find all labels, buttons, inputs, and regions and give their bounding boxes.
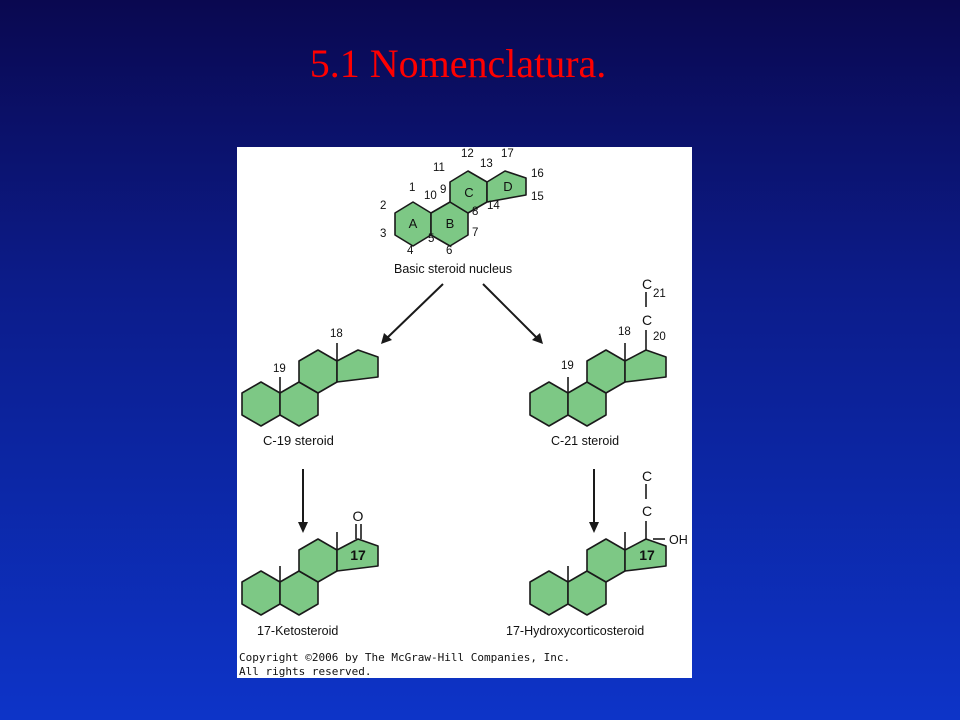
ring-label-c: C <box>464 185 473 200</box>
c21-caption: C-21 steroid <box>551 434 619 448</box>
hydroxycorticosteroid-caption: 17-Hydroxycorticosteroid <box>506 624 644 638</box>
c21-label-21: 21 <box>653 288 666 300</box>
atom-number-10: 10 <box>424 190 437 202</box>
atom-number-17: 17 <box>501 148 514 160</box>
ring-d <box>486 170 527 203</box>
arrow-to-c21 <box>482 283 543 344</box>
keto-oxygen: O <box>353 508 364 524</box>
slide-title: 5.1 Nomenclatura. <box>309 41 607 86</box>
hydroxy-position-17: 17 <box>639 547 655 563</box>
c21-chain-c20: C <box>642 312 652 328</box>
atom-number-1: 1 <box>409 182 415 194</box>
hydroxy-oh: OH <box>669 533 688 547</box>
atom-number-12: 12 <box>461 148 474 160</box>
keto-position-17: 17 <box>350 547 366 563</box>
arrow-to-ketosteroid <box>298 469 308 533</box>
atom-number-2: 2 <box>380 200 386 212</box>
ketosteroid-caption: 17-Ketosteroid <box>257 624 338 638</box>
c21-steroid: C C 21 20 18 19 C-21 steroid <box>529 276 667 448</box>
c21-label-20: 20 <box>653 331 666 343</box>
hydroxy-chain-c2: C <box>642 503 652 519</box>
arrow-to-hydroxycorticosteroid <box>589 469 599 533</box>
atom-number-15: 15 <box>531 191 544 203</box>
basic-steroid-nucleus: A B C D 1 2 3 4 5 6 7 8 9 10 11 12 13 14… <box>380 148 544 276</box>
c21-chain-c21: C <box>642 276 652 292</box>
atom-number-11: 11 <box>433 162 445 174</box>
atom-number-8: 8 <box>472 206 478 218</box>
hydroxy-chain-c1: C <box>642 468 652 484</box>
atom-number-13: 13 <box>480 158 493 170</box>
atom-number-16: 16 <box>531 168 544 180</box>
c21-label-18: 18 <box>618 326 631 338</box>
atom-number-9: 9 <box>440 184 446 196</box>
atom-number-5: 5 <box>428 233 434 245</box>
c19-steroid: 18 19 C-19 steroid <box>241 328 379 448</box>
arrow-to-c19 <box>381 283 444 344</box>
c19-label-19: 19 <box>273 363 286 375</box>
atom-number-3: 3 <box>380 228 386 240</box>
steroid-nomenclature-figure: A B C D 1 2 3 4 5 6 7 8 9 10 11 12 13 14… <box>237 147 692 678</box>
copyright-line-1: Copyright ©2006 by The McGraw-Hill Compa… <box>239 651 570 664</box>
ring-label-b: B <box>446 216 455 231</box>
17-ketosteroid: O 17 17-Ketosteroid <box>241 508 379 638</box>
atom-number-14: 14 <box>487 200 500 212</box>
c19-label-18: 18 <box>330 328 343 340</box>
copyright-line-2: All rights reserved. <box>239 665 371 678</box>
ring-label-d: D <box>503 179 512 194</box>
ring-label-a: A <box>409 216 418 231</box>
atom-number-6: 6 <box>446 245 452 257</box>
atom-number-7: 7 <box>472 227 478 239</box>
17-hydroxycorticosteroid: C C OH 17 17-Hydroxycorticosteroid <box>506 468 688 638</box>
c21-label-19: 19 <box>561 360 574 372</box>
nucleus-caption: Basic steroid nucleus <box>394 262 512 276</box>
c19-caption: C-19 steroid <box>263 433 334 448</box>
atom-number-4: 4 <box>407 245 414 257</box>
